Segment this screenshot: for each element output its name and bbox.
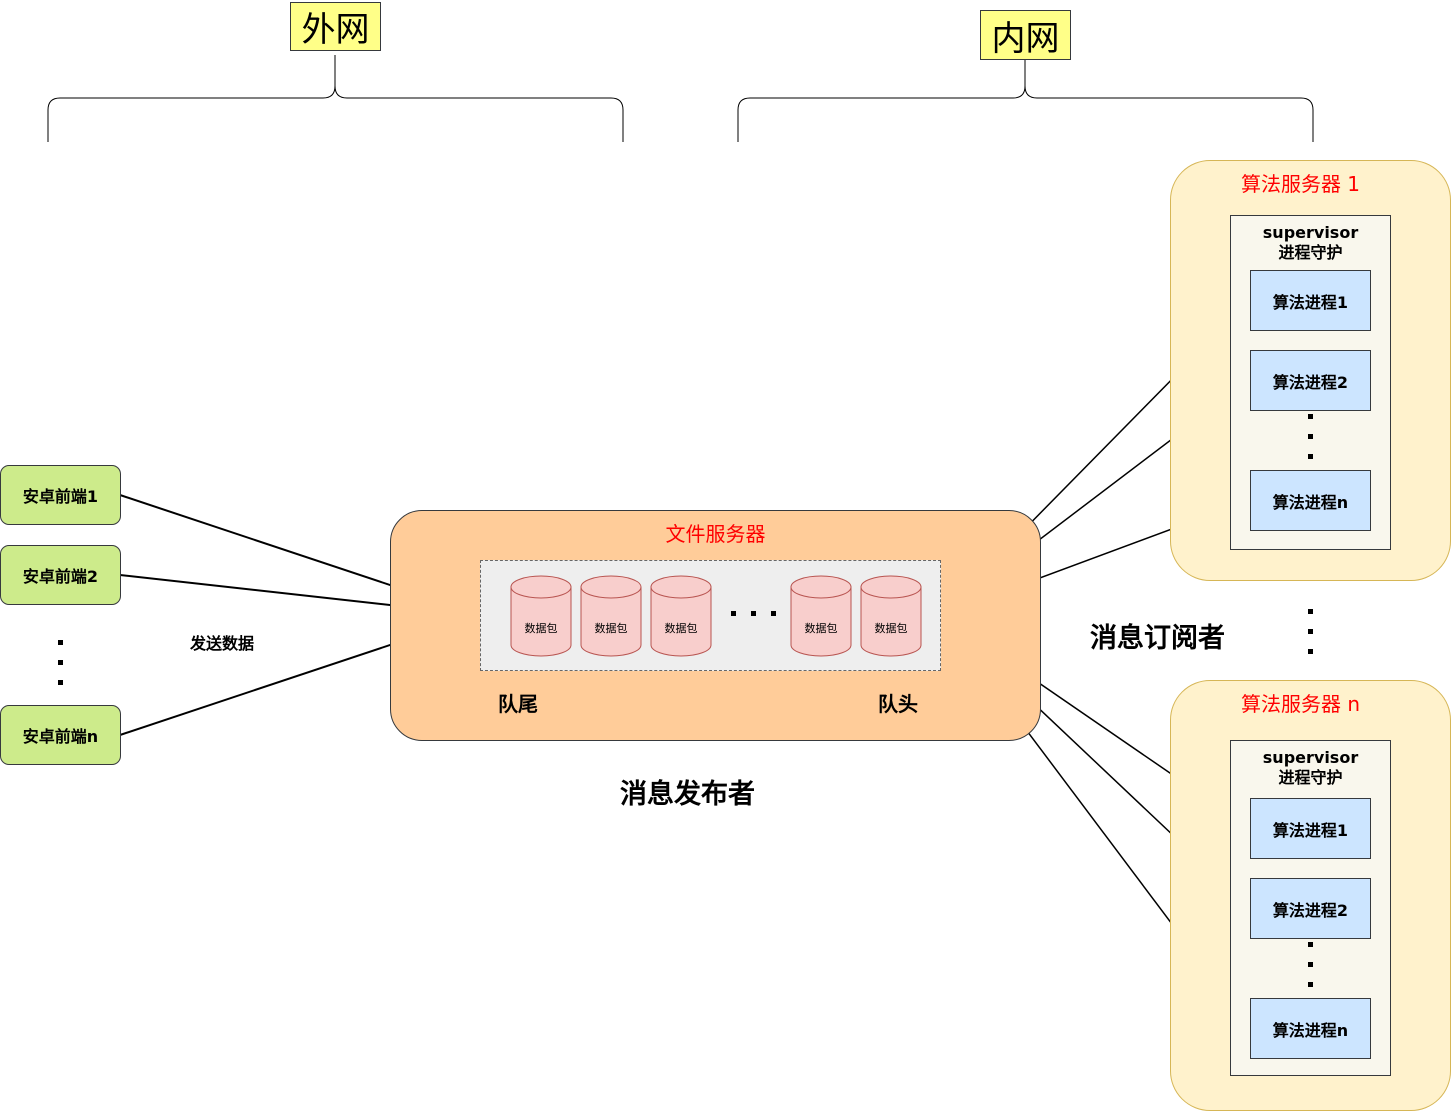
packet-cylinder-icon: [580, 575, 642, 657]
subscriber-label: 消息订阅者: [1090, 623, 1225, 654]
algo-server-n-title: 算法服务器 n: [1240, 692, 1361, 716]
packet-1: 数据包: [510, 575, 572, 661]
queue-tail-label: 队尾: [498, 692, 538, 716]
ellipsis-dot: [1308, 649, 1313, 654]
packet-5: 数据包: [860, 575, 922, 661]
packet-3: 数据包: [650, 575, 712, 661]
packet-cylinder-icon: [650, 575, 712, 657]
ellipsis-dot: [1308, 454, 1313, 459]
algo-process-1: 算法进程1: [1250, 270, 1371, 331]
algo-process-2: 算法进程2: [1250, 878, 1371, 939]
queue-head-label: 队头: [878, 692, 918, 716]
ellipsis-dot: [1308, 609, 1313, 614]
file-server-title: 文件服务器: [665, 522, 766, 546]
ellipsis-dot: [58, 660, 63, 665]
ellipsis-dot: [731, 611, 736, 616]
algo-process-n: 算法进程n: [1250, 470, 1371, 531]
algo-server-1-title: 算法服务器 1: [1240, 172, 1361, 196]
packet-cylinder-icon: [860, 575, 922, 657]
ellipsis-dot: [771, 611, 776, 616]
packet-4: 数据包: [790, 575, 852, 661]
external-network-label: 外网: [290, 2, 381, 51]
client-android-n: 安卓前端n: [0, 705, 121, 765]
packet-cylinder-icon: [510, 575, 572, 657]
ellipsis-dot: [1308, 962, 1313, 967]
ellipsis-dot: [1308, 434, 1313, 439]
ellipsis-dot: [1308, 629, 1313, 634]
ellipsis-dot: [1308, 982, 1313, 987]
ellipsis-dot: [58, 680, 63, 685]
ellipsis-dot: [1308, 942, 1313, 947]
algo-process-n: 算法进程n: [1250, 998, 1371, 1059]
packet-cylinder-icon: [790, 575, 852, 657]
external-brace: [47, 55, 624, 142]
client-android-2: 安卓前端2: [0, 545, 121, 605]
ellipsis-dot: [58, 640, 63, 645]
supervisor-title-1: supervisor 进程守护: [1262, 223, 1359, 262]
algo-process-2: 算法进程2: [1250, 350, 1371, 411]
packet-2: 数据包: [580, 575, 642, 661]
send-data-label: 发送数据: [190, 634, 255, 653]
ellipsis-dot: [751, 611, 756, 616]
publisher-label: 消息发布者: [620, 779, 755, 810]
internal-network-label: 内网: [980, 10, 1071, 60]
algo-process-1: 算法进程1: [1250, 798, 1371, 859]
internal-brace: [737, 60, 1314, 142]
client-android-1: 安卓前端1: [0, 465, 121, 525]
ellipsis-dot: [1308, 414, 1313, 419]
supervisor-title-n: supervisor 进程守护: [1262, 748, 1359, 787]
